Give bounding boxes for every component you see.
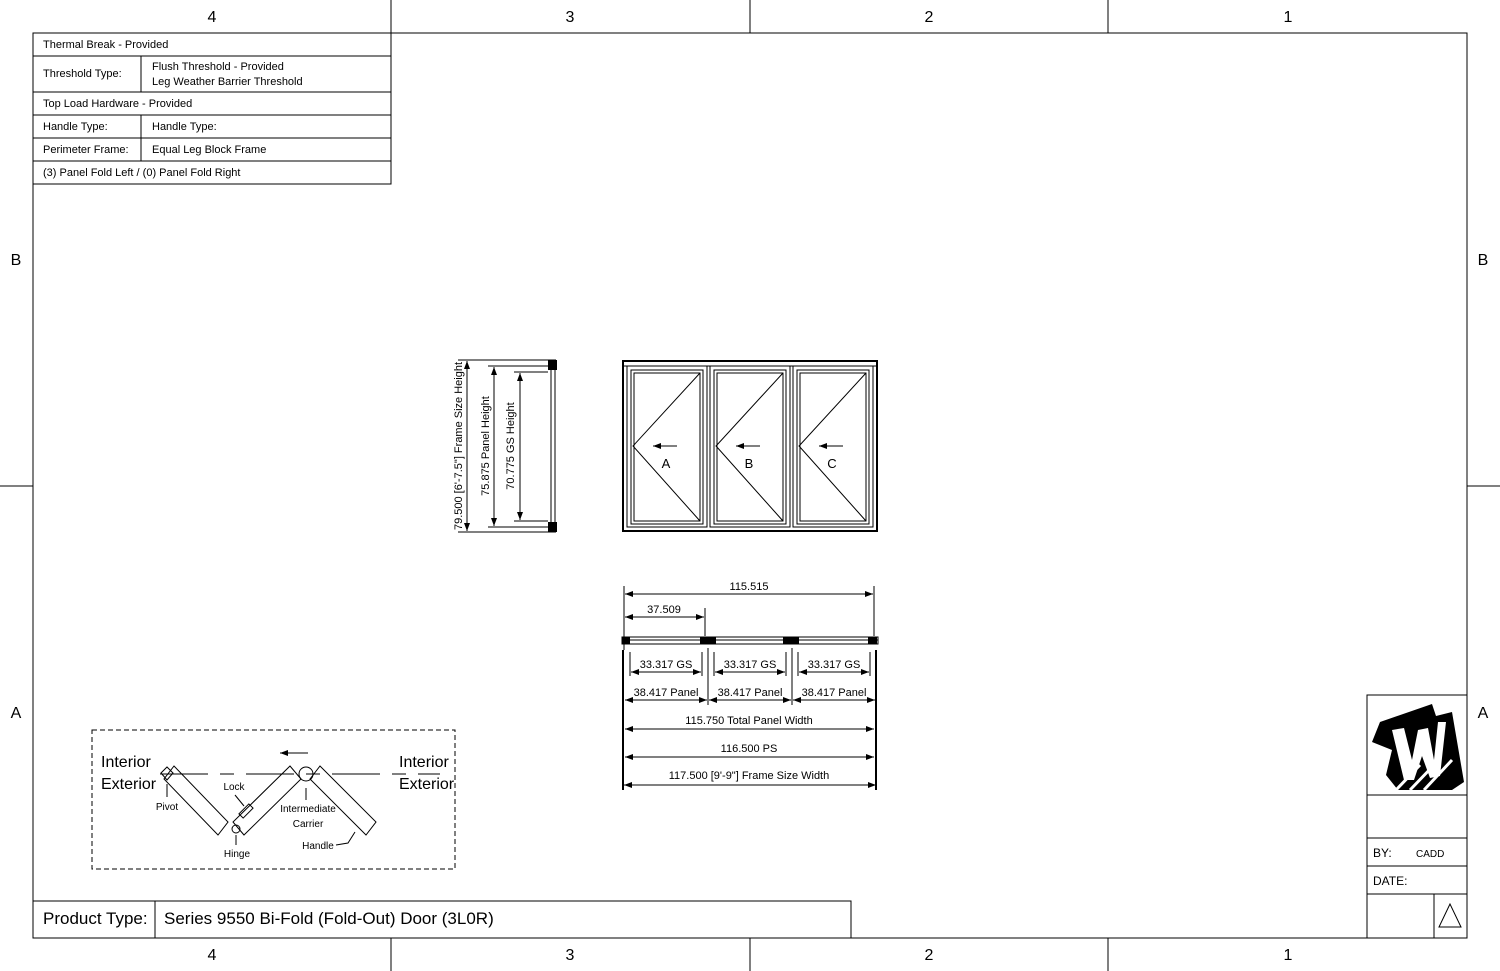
frame-value: Equal Leg Block Frame (152, 144, 266, 156)
zone-top-1: 1 (1284, 9, 1293, 26)
handle-label: Handle (302, 841, 334, 852)
panel-a: A (626, 365, 708, 528)
zone-bottom-4: 4 (208, 947, 217, 964)
frame-width-dim: 117.500 [9'-9"] Frame Size Width (669, 770, 829, 782)
lock-label: Lock (223, 782, 245, 793)
zone-right-b: B (1478, 252, 1489, 269)
hinge-label: Hinge (224, 849, 251, 860)
gs-height-dim: 70.775 GS Height (505, 402, 517, 489)
interior-right: Interior (399, 754, 449, 771)
panel-dim: 38.417 Panel (634, 687, 699, 699)
sill-profile (548, 522, 557, 532)
threshold-value-second: Leg Weather Barrier Threshold (152, 76, 303, 88)
fold-config: (3) Panel Fold Left / (0) Panel Fold Rig… (43, 167, 240, 179)
product-type-value: Series 9550 Bi-Fold (Fold-Out) Door (3L0… (164, 909, 494, 928)
exterior-left: Exterior (101, 776, 157, 793)
top-load-hardware: Top Load Hardware - Provided (43, 98, 192, 110)
thermal-break: Thermal Break - Provided (43, 39, 168, 51)
gs-dim: 33.317 GS (640, 659, 693, 671)
zone-bottom-2: 2 (925, 947, 934, 964)
title-block: BY: CADD DATE: (1366, 694, 1468, 939)
product-type-label: Product Type: (43, 909, 148, 928)
frame-label: Perimeter Frame: (43, 144, 129, 156)
carrier-label-2: Carrier (293, 819, 324, 830)
handle-value: Handle Type: (152, 121, 217, 133)
handle-label: Handle Type: (43, 121, 108, 133)
sheet-border (32, 32, 1468, 939)
by-label: BY: (1373, 846, 1392, 860)
gs-dim: 33.317 GS (724, 659, 777, 671)
gs-dim: 33.317 GS (808, 659, 861, 671)
zone-left-a: A (11, 705, 22, 722)
zone-left-b: B (11, 252, 22, 269)
zone-bottom-1: 1 (1284, 947, 1293, 964)
carrier-label-1: Intermediate (280, 804, 336, 815)
panel-height-dim: 75.875 Panel Height (480, 396, 492, 496)
threshold-label: Threshold Type: (43, 68, 122, 80)
frame-height-dim: 79.500 [6'-7.5"] Frame Size Height (453, 362, 465, 530)
panel-c: C (792, 365, 874, 528)
date-label: DATE: (1373, 874, 1407, 888)
plan-view: 115.515 37.509 33.317 GS 33.317 GS 33.317 … (621, 581, 879, 790)
exterior-right: Exterior (399, 776, 455, 793)
first-panel-dim: 37.509 (647, 604, 681, 616)
section-view: 79.500 [6'-7.5"] Frame Size Height 75.87… (453, 359, 557, 533)
panel-label: A (662, 456, 671, 471)
pivot-label: Pivot (156, 802, 178, 813)
zone-labels: 4 3 2 1 4 3 2 1 B A B A (11, 9, 1489, 964)
zone-bottom-3: 3 (566, 947, 575, 964)
company-logo (1372, 704, 1464, 792)
panel-label: C (827, 456, 836, 471)
threshold-value: Flush Threshold - Provided (152, 61, 284, 73)
fold-diagram: Interior Exterior Interior Exterior Pivo… (91, 729, 456, 870)
overall-dim: 115.515 (730, 581, 769, 593)
head-profile (548, 360, 557, 370)
panel-label: B (745, 456, 754, 471)
product-type-box: Product Type: Series 9550 Bi-Fold (Fold-… (32, 900, 852, 939)
zone-top-2: 2 (925, 9, 934, 26)
panel-dim: 38.417 Panel (802, 687, 867, 699)
revision-triangle-icon (1438, 902, 1462, 928)
spec-table: Thermal Break - Provided Threshold Type:… (32, 32, 392, 185)
ps-dim: 116.500 PS (721, 743, 778, 755)
elevation-view: A B C (622, 360, 878, 532)
zone-right-a: A (1478, 705, 1489, 722)
panel-dim: 38.417 Panel (718, 687, 783, 699)
panel-b: B (709, 365, 791, 528)
by-value: CADD (1416, 849, 1444, 860)
interior-left: Interior (101, 754, 151, 771)
zone-top-3: 3 (566, 9, 575, 26)
zone-top-4: 4 (208, 9, 217, 26)
total-panel-width-dim: 115.750 Total Panel Width (685, 715, 812, 727)
